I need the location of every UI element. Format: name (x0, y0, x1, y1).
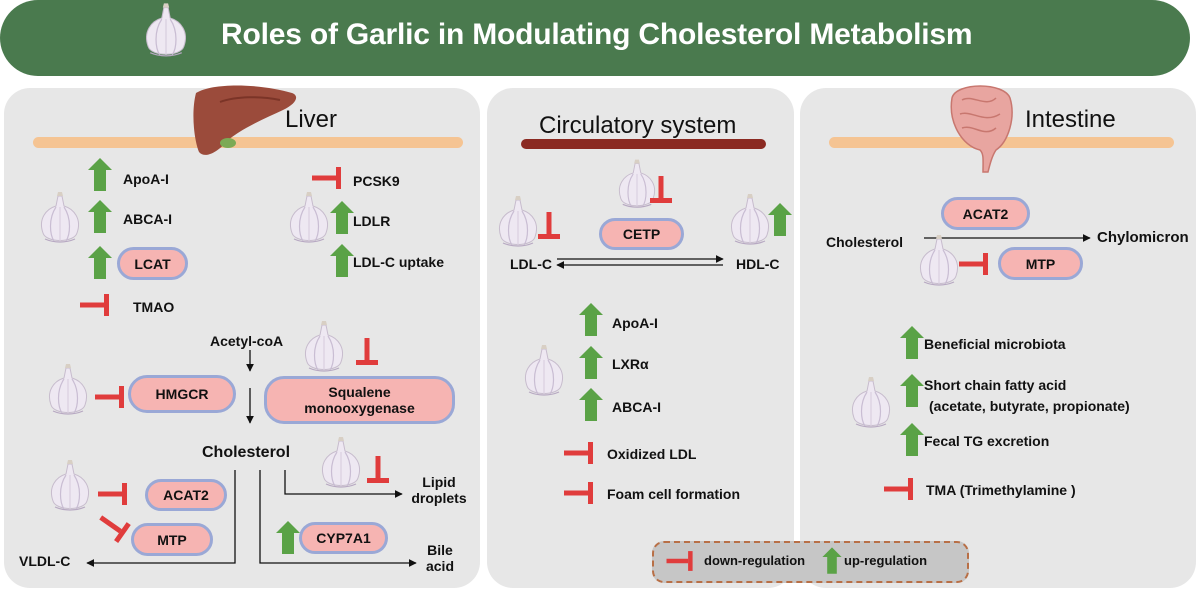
hdl-c-label: HDL-C (736, 256, 780, 272)
microbiota-up-arrow-icon (900, 326, 924, 359)
page-title: Roles of Garlic in Modulating Cholestero… (221, 18, 973, 51)
ldlc-uptake-up-arrow-icon (330, 244, 354, 277)
hdl-garlic-icon (730, 193, 770, 245)
intestine-title: Intestine (1025, 106, 1116, 133)
squalene-pill: Squalene monooxygenase (264, 376, 455, 424)
circulatory-title: Circulatory system (539, 112, 737, 139)
hmgcr-garlic-icon (48, 363, 88, 415)
liver-ldlr-label: LDLR (353, 213, 391, 229)
scfa-up-arrow-icon (900, 374, 924, 407)
liver-apoa1-up-arrow-icon (88, 158, 112, 191)
liver-apoa1-label: ApoA-I (123, 171, 169, 187)
tmao-inhibit-icon (80, 294, 109, 316)
liver-garlic-icon-2 (289, 191, 329, 243)
lipid-garlic-icon (321, 436, 361, 488)
circ-lxra-up-arrow-icon (579, 346, 603, 379)
vldl-c-label: VLDL-C (19, 553, 71, 569)
acat2-inhibit-icon (98, 483, 127, 505)
header-garlic-icon (145, 2, 187, 57)
hmgcr-pill: HMGCR (128, 375, 236, 413)
intestine-acat2-pill: ACAT2 (941, 197, 1030, 230)
intestine-mtp-pill: MTP (998, 247, 1083, 280)
hmgcr-inhibit-icon (95, 386, 124, 408)
ldl-inhibit-icon (538, 212, 560, 239)
liver-tmao-label: TMAO (133, 299, 175, 315)
cyp7a1-up-arrow-icon (276, 521, 300, 554)
liver-title: Liver (285, 106, 338, 133)
acat2-garlic-icon (50, 459, 90, 511)
scfa-label: Short chain fatty acid (924, 377, 1067, 393)
liver-abca1-label: ABCA-I (123, 211, 172, 227)
squalene-inhibit-icon (356, 338, 378, 365)
intestine-panel (800, 88, 1196, 588)
lipid-droplets-label: Lipid droplets (411, 474, 467, 506)
ldlr-up-arrow-icon (330, 201, 354, 234)
mtp-inhibit-icon (99, 515, 131, 544)
intestine-cholesterol-label: Cholesterol (826, 234, 904, 250)
tma-inhibit-icon (884, 478, 913, 500)
lipid-inhibit-icon (367, 456, 389, 483)
tma-label: TMA (Trimethylamine ) (926, 482, 1076, 498)
hdl-up-arrow-icon (768, 203, 792, 236)
bile-acid-label: Bile acid (425, 542, 454, 574)
acetyl-coa-label: Acetyl-coA (210, 333, 284, 349)
cetp-pill: CETP (599, 218, 684, 250)
pcsk9-inhibit-icon (312, 167, 341, 189)
ldl-c-label: LDL-C (510, 256, 552, 272)
intestine-garlic-icon (851, 376, 891, 428)
header-banner (0, 0, 1190, 76)
circulatory-bar (521, 139, 766, 149)
liver-lcat-up-arrow-icon (88, 246, 112, 279)
legend-up-arrow-icon (822, 547, 842, 574)
liver-pcsk9-label: PCSK9 (353, 173, 400, 189)
fecal-tg-up-arrow-icon (900, 423, 924, 456)
circ-garlic-icon (524, 344, 564, 396)
scfa-detail-label: (acetate, butyrate, propionate) (929, 398, 1130, 414)
legend-box (652, 541, 969, 583)
liver-mtp-pill: MTP (131, 523, 213, 556)
circ-abca1-label: ABCA-I (612, 399, 661, 415)
mtp-garlic-icon (919, 234, 959, 286)
foam-cell-label: Foam cell formation (607, 486, 741, 502)
oxidized-ldl-label: Oxidized LDL (607, 446, 697, 462)
liver-membrane-bar (33, 137, 463, 148)
chylomicron-label: Chylomicron (1097, 229, 1189, 246)
cyp7a1-pill: CYP7A1 (299, 522, 388, 554)
legend-inhibit-icon (666, 551, 693, 571)
liver-cholesterol-label: Cholesterol (202, 444, 291, 461)
lcat-pill: LCAT (117, 247, 188, 280)
circ-apoa1-label: ApoA-I (612, 315, 658, 331)
beneficial-microbiota-label: Beneficial microbiota (924, 336, 1066, 352)
liver-abca1-up-arrow-icon (88, 200, 112, 233)
liver-garlic-icon-1 (40, 191, 80, 243)
circ-apoa1-up-arrow-icon (579, 303, 603, 336)
liver-ldlc-uptake-label: LDL-C uptake (353, 254, 444, 270)
fecal-tg-label: Fecal TG excretion (924, 433, 1050, 449)
liver-acat2-pill: ACAT2 (145, 479, 227, 511)
foam-cell-inhibit-icon (564, 482, 593, 504)
circ-abca1-up-arrow-icon (579, 388, 603, 421)
circ-lxra-label: LXRα (612, 356, 649, 372)
squalene-garlic-icon (304, 320, 344, 372)
ldl-garlic-icon (498, 195, 538, 247)
oxidized-ldl-inhibit-icon (564, 442, 593, 464)
liver-icon (193, 85, 297, 155)
cetp-garlic-icon (618, 159, 656, 208)
intestine-mtp-inhibit-icon (959, 253, 988, 275)
legend-up-label: up-regulation (844, 553, 928, 568)
intestine-icon (950, 85, 1013, 173)
legend-down-label: down-regulation (704, 553, 806, 568)
